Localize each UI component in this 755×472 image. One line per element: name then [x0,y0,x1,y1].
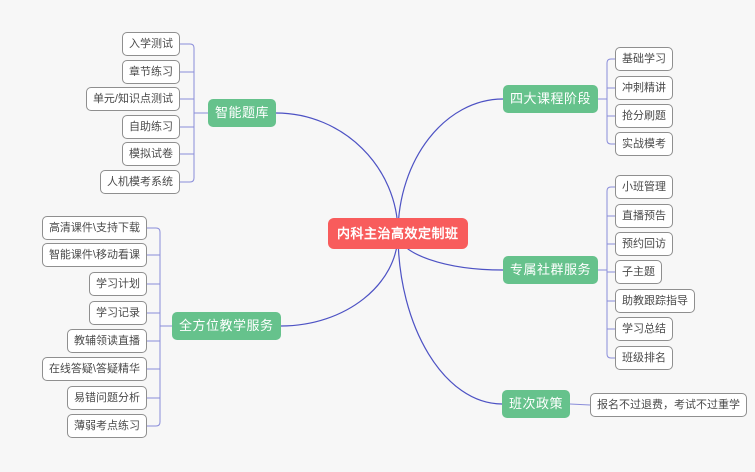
subtopic[interactable]: 实战模考 [615,132,673,156]
branch-topic-intelligent-question-bank[interactable]: 智能题库 [208,99,277,127]
subtopic[interactable]: 教辅领读直播 [67,329,147,353]
subtopic[interactable]: 章节练习 [122,60,180,84]
subtopic[interactable]: 助教跟踪指导 [615,289,695,313]
connector [569,403,591,406]
subtopic[interactable]: 抢分刷题 [615,104,673,128]
subtopic[interactable]: 子主题 [615,260,662,284]
subtopic[interactable]: 单元/知识点测试 [85,87,180,111]
subtopic[interactable]: 智能课件\移动看课 [41,243,147,267]
connector [179,43,195,183]
subtopic[interactable]: 学习计划 [89,272,147,296]
connector [146,227,161,427]
branch-topic-all-round-teaching-service[interactable]: 全方位教学服务 [172,312,281,340]
subtopic[interactable]: 易错问题分析 [67,386,147,410]
branch-topic-class-policy[interactable]: 班次政策 [502,390,571,418]
subtopic[interactable]: 小班管理 [615,175,673,199]
connector [397,232,503,405]
subtopic[interactable]: 直播预告 [615,204,673,228]
subtopic[interactable]: 冲刺精讲 [615,76,673,100]
subtopic[interactable]: 学习记录 [89,301,147,325]
branch-topic-exclusive-community-service[interactable]: 专属社群服务 [503,256,599,284]
connector [275,112,399,235]
subtopic[interactable]: 模拟试卷 [122,142,180,166]
branch-topic-four-course-stages[interactable]: 四大课程阶段 [503,85,599,113]
connector [397,98,504,235]
connector [606,58,616,145]
subtopic[interactable]: 基础学习 [615,47,673,71]
subtopic[interactable]: 自助练习 [122,115,180,139]
subtopic[interactable]: 人机模考系统 [100,170,180,194]
subtopic[interactable]: 预约回访 [615,232,673,256]
subtopic[interactable]: 高清课件\支持下载 [41,216,147,240]
subtopic[interactable]: 学习总结 [615,317,673,341]
subtopic[interactable]: 班级排名 [615,346,673,370]
connector [280,232,399,327]
subtopic[interactable]: 入学测试 [122,32,180,56]
subtopic[interactable]: 在线答疑\答疑精华 [41,357,147,381]
subtopic[interactable]: 薄弱考点练习 [67,414,147,438]
central-topic[interactable]: 内科主治高效定制班 [328,218,468,249]
subtopic[interactable]: 报名不过退费，考试不过重学 [590,393,747,417]
